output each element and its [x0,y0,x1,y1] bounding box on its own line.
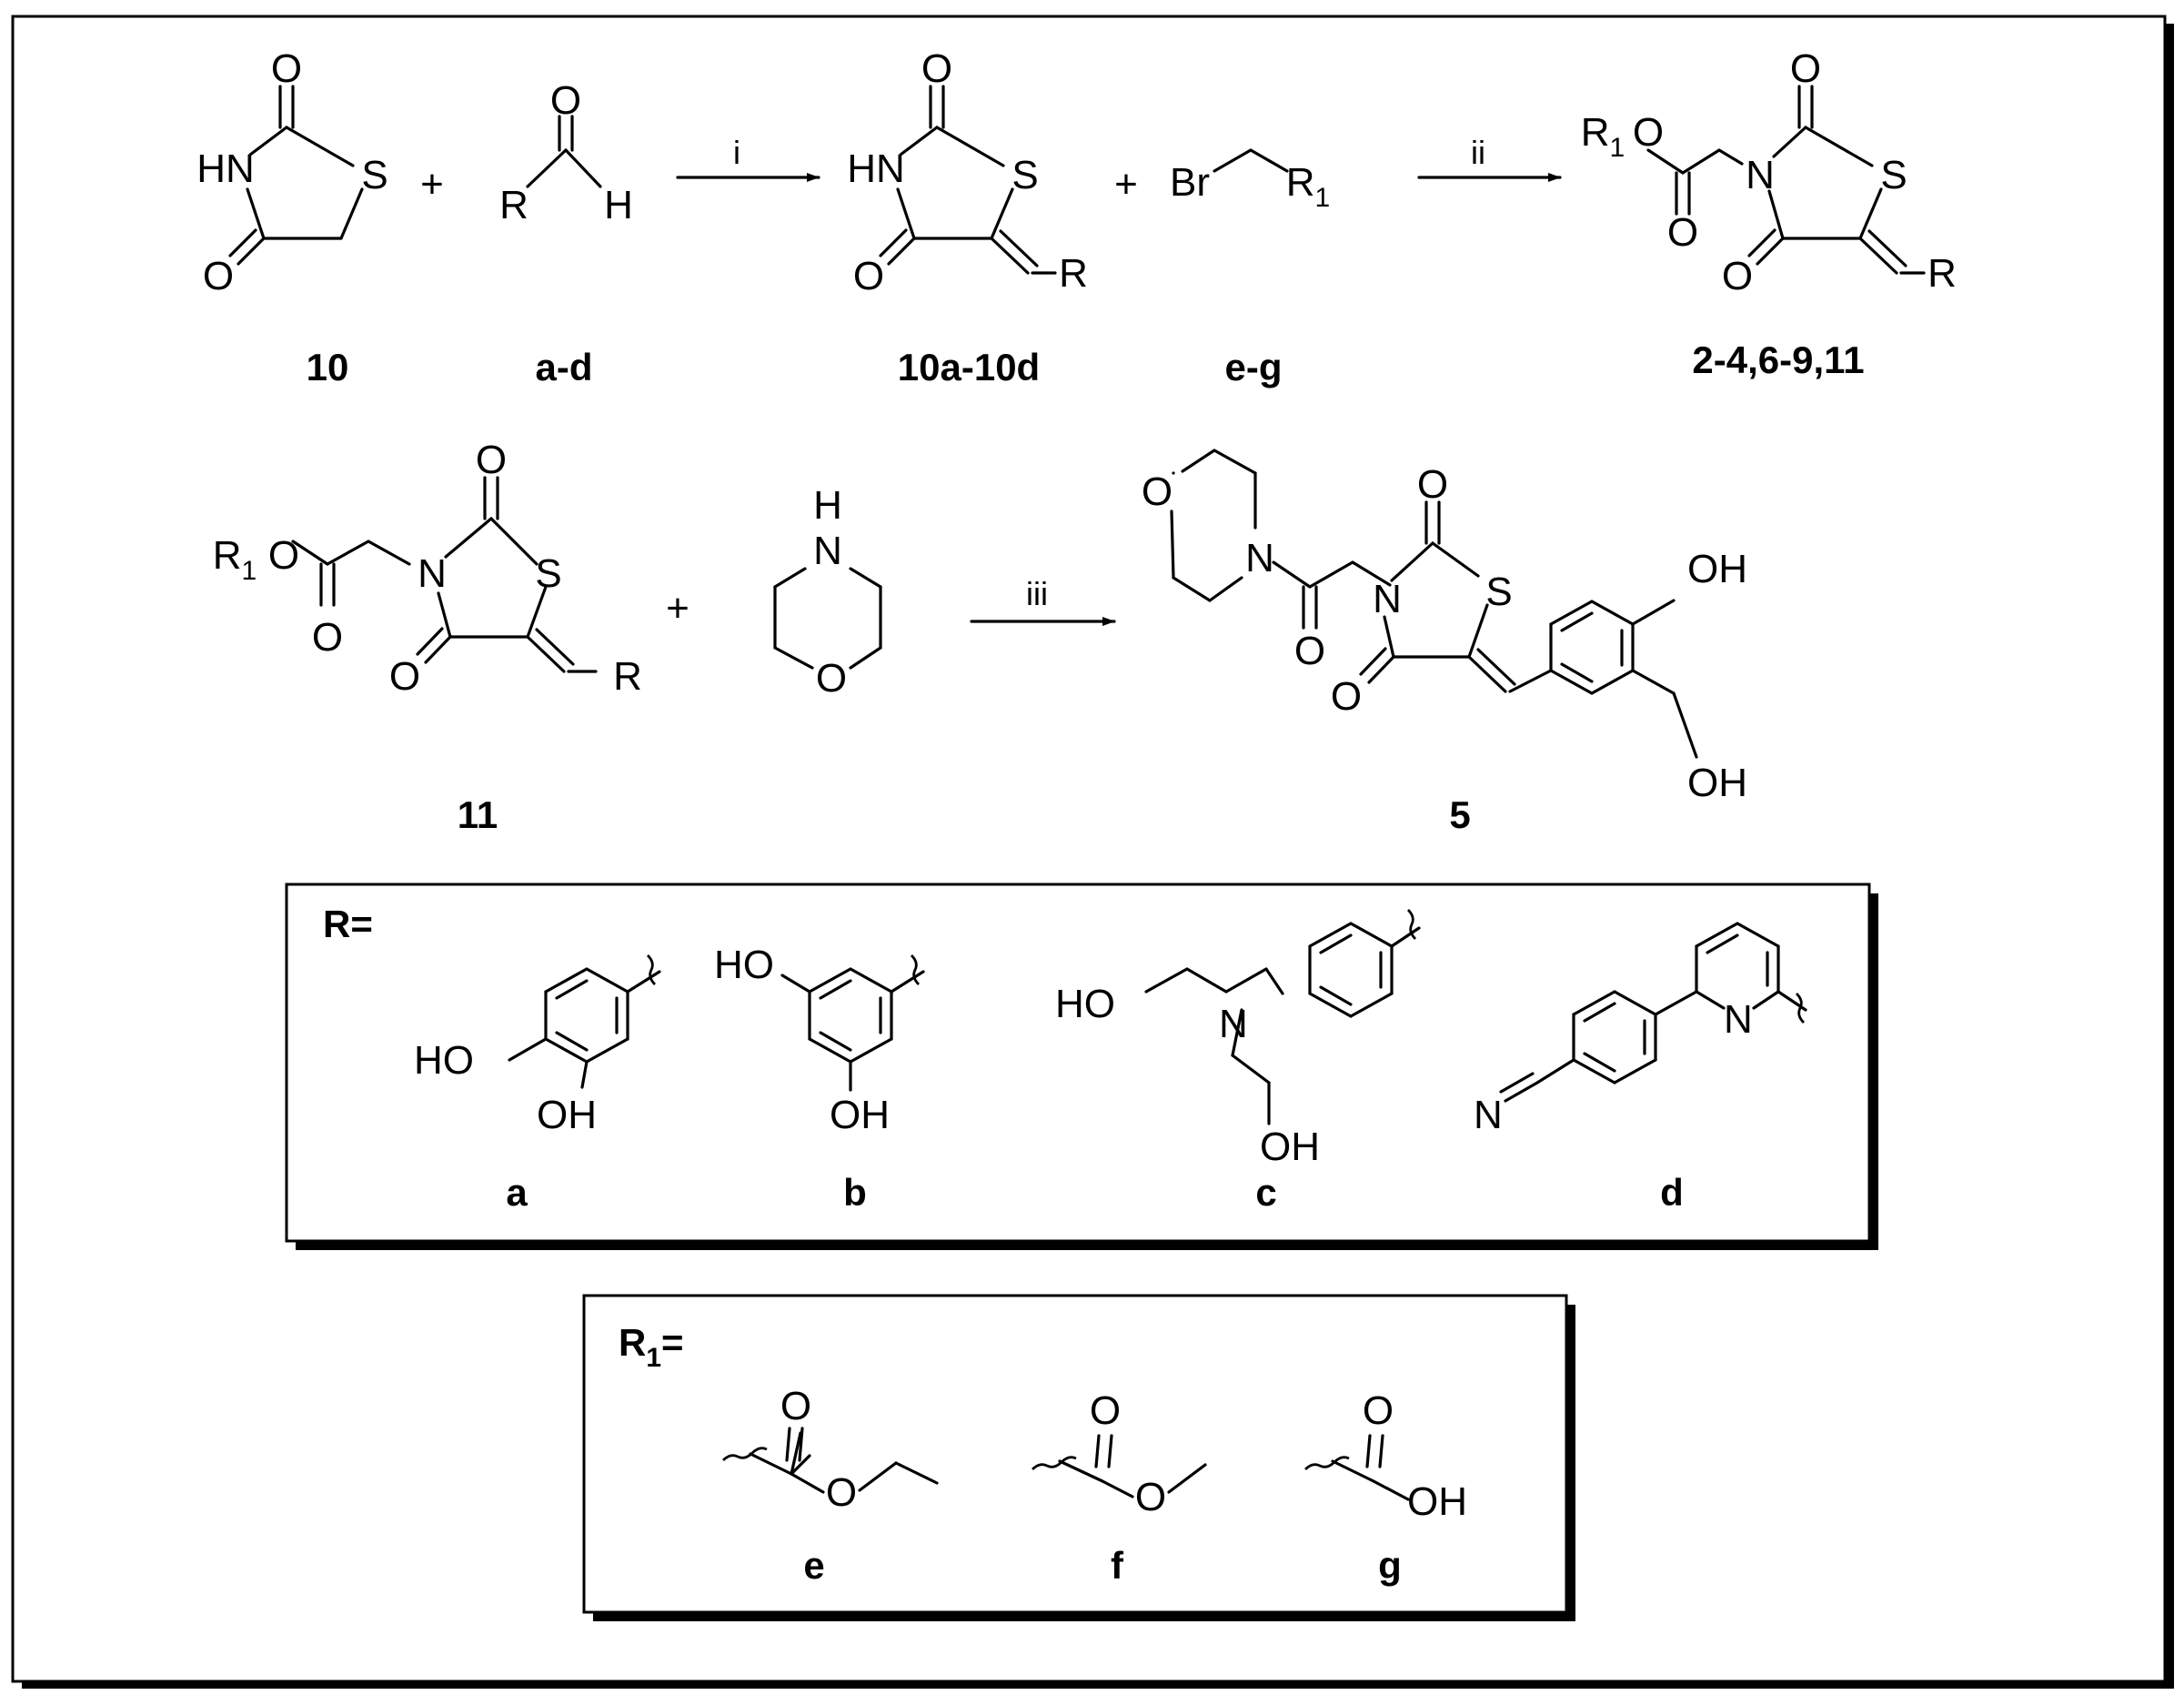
atom-oh: OH [830,1093,890,1137]
atom-oh: OH [537,1093,597,1137]
atom-oh: OH [1260,1125,1320,1169]
atom-s: S [1485,570,1512,614]
atom-oh: OH [1687,547,1747,591]
plus-sign: + [1114,162,1138,207]
r-label-a: a [506,1171,528,1214]
atom-o: O [203,254,234,298]
atom-o: O [1294,629,1325,673]
atom-n: N [1245,536,1274,580]
r1-substituent-e: O O [722,1384,939,1515]
atom-o: O [1090,1388,1121,1433]
compound-products-structure: R1 O O N O S O R [1581,46,1957,298]
r-panel [285,883,1871,1243]
atom-r1: R1 [1286,160,1330,213]
atom-o: O [780,1384,811,1428]
r-substituent-b: HO OH [714,943,925,1137]
atom-n: N [1219,1002,1248,1046]
atom-o: O [1363,1388,1394,1433]
atom-ho: HO [714,943,774,987]
atom-o: O [550,78,581,123]
atom-hn: HN [847,146,905,191]
r1-label-e: e [803,1544,824,1587]
compound-5-structure: O N O N O S O OH OH [1142,449,1747,805]
compound-label-products: 2-4,6-9,11 [1692,338,1864,381]
compound-label-10: 10 [307,346,349,388]
compound-label-a-d: a-d [536,346,593,388]
r1-panel [582,1294,1568,1614]
atom-n: N [1746,153,1775,197]
r1-label-g: g [1378,1544,1402,1587]
atom-r1: R1 [213,533,257,586]
r-substituent-a: HO OH [414,954,661,1137]
atom-s: S [535,551,561,596]
atom-n: N [813,529,842,573]
atom-hn: HN [196,146,255,191]
atom-o: O [826,1470,857,1515]
atom-h: H [604,183,633,227]
atom-o: O [1790,46,1821,91]
aldehyde-structure: O R H [499,78,633,227]
atom-ho: HO [414,1038,474,1083]
reagent-label-i: i [733,134,740,171]
r-panel-title: R= [323,903,373,945]
r-substituent-c: HO N OH [1055,909,1421,1169]
atom-r: R [499,183,528,227]
compound-label-10a-10d: 10a-10d [898,346,1040,388]
atom-o: O [921,46,952,91]
atom-o: O [816,656,847,701]
atom-o: O [1331,674,1362,719]
atom-s: S [1880,153,1907,197]
atom-n: N [418,551,447,596]
atom-n: N [1724,997,1753,1042]
atom-r: R [1927,251,1957,296]
atom-oh: OH [1407,1479,1467,1524]
atom-o: O [389,654,420,699]
atom-o: O [1142,469,1173,514]
r1-substituent-g: O OH [1304,1388,1467,1524]
compound-label-e-g: e-g [1225,346,1283,388]
compound-label-5: 5 [1449,793,1470,836]
atom-s: S [361,153,387,197]
atom-s: S [1011,153,1038,197]
atom-r: R [1059,251,1088,296]
atom-o: O [476,438,507,482]
morpholine-structure: H N O [773,483,882,701]
r-label-b: b [843,1171,867,1214]
r1-substituent-f: O O [1032,1388,1207,1519]
reagent-label-ii: ii [1471,134,1485,171]
atom-o: O [853,254,884,298]
r1-label-f: f [1111,1544,1124,1587]
atom-o: O [1667,210,1698,255]
plus-sign: + [420,162,444,207]
atom-o: O [312,615,343,660]
atom-o: O [271,46,302,91]
r-substituent-d: N N [1474,922,1807,1137]
atom-r: R [613,654,642,699]
atom-o: O [268,533,299,578]
atom-o: O [1722,254,1753,298]
compound-11-structure: R1 O O N O S O R [213,438,642,699]
plus-sign: + [666,586,689,631]
atom-h: H [813,483,842,528]
compound-10-structure: O S HN O [196,46,387,298]
compound-label-11: 11 [458,793,498,836]
atom-br: Br [1170,160,1210,205]
r-label-d: d [1660,1171,1684,1214]
atom-n: N [1474,1093,1503,1137]
atom-r1: R1 [1581,110,1625,163]
reagent-label-iii: iii [1026,575,1048,612]
atom-ho: HO [1055,982,1115,1026]
atom-o: O [1135,1475,1166,1519]
r1-panel-title: R1= [619,1321,684,1373]
r-label-c: c [1255,1171,1276,1214]
bromide-structure: Br R1 [1170,148,1330,213]
compound-10a-10d-structure: O S HN O R [847,46,1088,298]
atom-oh: OH [1687,761,1747,805]
atom-o: O [1633,110,1664,155]
atom-n: N [1373,577,1402,621]
atom-o: O [1417,462,1448,507]
